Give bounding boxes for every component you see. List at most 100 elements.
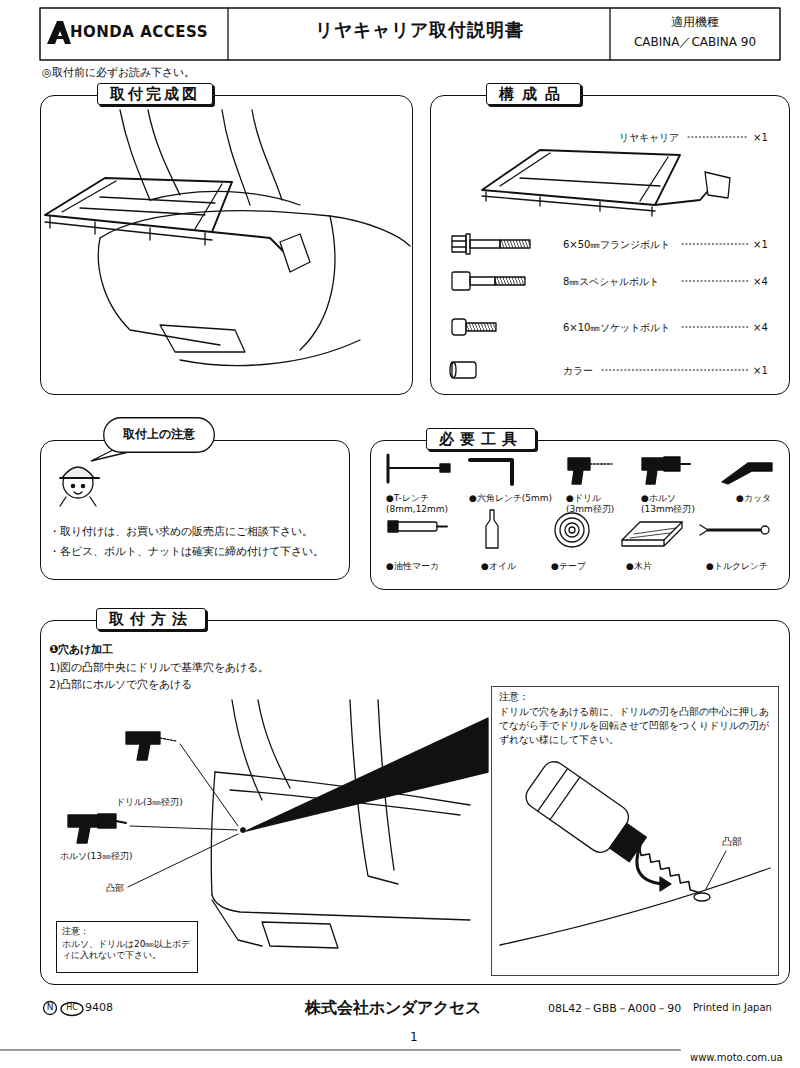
torque-wrench-icon [761,526,769,534]
bubble-outline [104,418,215,453]
detail-box: 注意： ドリルで穴をあける前に、ドリルの刃を凸部の中心に押しあてながら手でドリルを… [491,686,779,976]
drill-icon [126,732,160,760]
model-names: CABINA／CABINA 90 [610,35,780,49]
part-leader-dots [602,137,748,370]
section-heading: 取付完成図 [97,83,213,105]
tool-label: ●テープ [551,561,586,572]
body-surface [694,893,710,901]
vehicle-with-carrier [212,232,288,256]
mascot-face [60,477,99,479]
part-number: 08L42－GBB－A000－90 [548,1002,681,1015]
vehicle-with-carrier [300,216,335,350]
part-quantity: ×4 [753,322,768,334]
page-number: 1 [410,1030,418,1044]
leader-line [128,744,238,887]
rear-carrier-part [482,150,680,205]
part-callout: 凸部 [106,883,124,894]
rotation-arrow [637,846,662,884]
company-name: 株式会社ホンダアクセス [305,998,481,1017]
brand-logo [47,21,71,44]
vehicle-with-carrier [62,181,222,229]
flange-bolt [452,234,530,254]
vehicle-rear [212,895,470,920]
hole-saw-icon [98,814,116,828]
collar-part [450,362,476,378]
tool-label: ●油性マーカ [386,561,439,572]
leader-line [706,851,726,889]
wood-block-icon [622,522,682,546]
hole-saw-icon [68,815,98,843]
part-name: カラー [563,365,593,377]
drill-closeup [538,769,580,820]
section-heading: 取付方法 [96,608,206,630]
note-text: ドリルで穴をあける前に、ドリルの刃を凸部の中心に押しあてながら手でドリルを回転さ… [499,705,771,747]
vehicle-with-carrier [45,110,410,365]
section-heading: 構成品 [486,83,581,105]
model-heading: 適用機種 [610,15,780,29]
tool-callout: ホルソ(13㎜径刃) [60,851,132,862]
mascot-face [62,467,94,478]
vehicle-with-carrier [45,178,232,232]
vehicle-rear [212,900,262,946]
part-callout: 凸部 [722,836,742,848]
body-surface [500,868,770,945]
vehicle-with-carrier [222,110,250,205]
part-name: 8㎜スペシャルボルト [563,276,659,288]
flange-bolt [452,241,466,247]
drill-closeup [521,757,715,914]
flange-bolt [470,240,500,248]
zoom-wedge [246,718,488,831]
mascot-face [71,484,74,487]
rear-carrier-part [655,184,714,205]
socket-bolt [452,319,496,335]
tape-icon [555,513,589,547]
tape-icon [565,523,579,537]
rear-carrier-part [482,196,655,211]
footer-mark [61,1003,83,1016]
tool-label: ●トルクレンチ [706,561,768,572]
cutter-icon [722,463,772,484]
note-heading: 注意： [499,691,529,703]
mascot-face [60,467,99,506]
step-text: 2)凸部にホルソで穴をあける [49,678,192,691]
part-quantity: ×4 [753,276,768,288]
read-first-note: ◎取付前に必ずお読み下さい。 [42,66,195,79]
note-heading: 注意： [62,926,89,937]
rotation-arrow [660,877,671,891]
drill-icon [160,738,176,741]
parts-panel: 構成品リヤキャリア×16×50㎜フランジボルト×18㎜スペシャルボルト×46×1… [430,95,790,395]
body-surface [500,868,770,945]
tools-panel: 必要工具●T-レンチ (8mm,12mm)●六角レンチ(5mm)●ドリル (3m… [370,440,790,590]
torque-wrench-icon [700,525,708,535]
watermark: www.moto.com.ua [690,1052,783,1064]
vehicle-rear [262,922,338,948]
rear-carrier-part [500,153,668,201]
part-leader-dots [688,137,748,138]
torque-wrench-icon [708,529,760,532]
print-code: 9408 [85,1001,113,1014]
vehicle-with-carrier [160,325,245,352]
footer-mark [44,1002,84,1016]
hole-saw-icon [680,463,690,465]
oil-bottle-icon [486,510,498,548]
print-note: Printed in Japan [693,1002,772,1014]
vehicle-with-carrier [252,110,282,200]
header-frame [40,8,780,60]
t-wrench-icon [440,464,450,472]
tool-label: ●木片 [626,561,652,572]
drawing [0,8,780,1050]
marker-icon [388,521,398,532]
tape-icon [560,518,584,542]
part-quantity: ×1 [753,132,768,144]
part-name: 6×10㎜ソケットボルト [563,322,670,334]
special-bolt [495,277,525,285]
tape-icon [569,527,575,533]
header-frame [40,8,780,60]
special-bolt [470,277,495,285]
collar-part [450,362,456,378]
wood-block-icon [622,522,682,546]
vehicle-with-carrier [45,222,212,240]
bubble-heading: 取付上の注意 [103,427,215,441]
tool-label: ●ホルソ (13mm径刃) [641,493,707,515]
leader-line [180,744,238,826]
